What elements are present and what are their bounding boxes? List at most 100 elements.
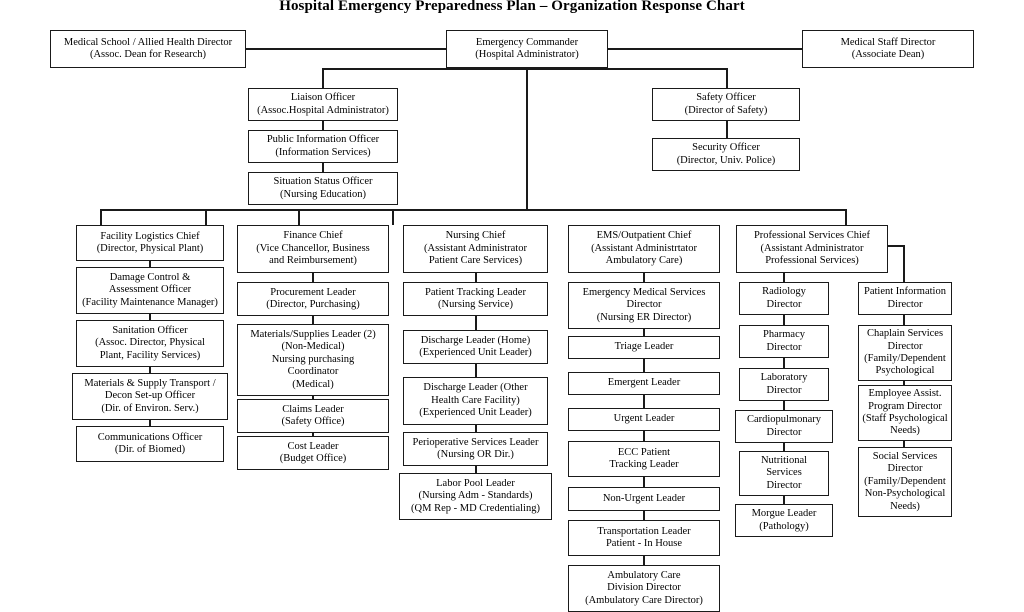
- node-facility-logistics-chief[interactable]: Facility Logistics Chief (Director, Phys…: [76, 225, 224, 261]
- node-line: (Nursing Education): [279, 188, 367, 200]
- node-procurement-leader[interactable]: Procurement Leader (Director, Purchasing…: [237, 282, 389, 316]
- node-line: Division Director: [607, 582, 681, 594]
- node-emergent-leader[interactable]: Emergent Leader: [568, 372, 720, 395]
- node-patient-information-director[interactable]: Patient Information Director: [858, 282, 952, 315]
- node-line: (Budget Office): [279, 453, 347, 464]
- node-cardiopulmonary-director[interactable]: Cardiopulmonary Director: [735, 410, 833, 443]
- node-perioperative-services-leader[interactable]: Perioperative Services Leader (Nursing O…: [403, 432, 548, 466]
- node-cost-leader[interactable]: Cost Leader (Budget Office): [237, 436, 389, 470]
- node-professional-services-chief[interactable]: Professional Services Chief (Assistant A…: [736, 225, 888, 273]
- node-line: (QM Rep - MD Credentialing): [411, 502, 540, 514]
- node-morgue-leader[interactable]: Morgue Leader (Pathology): [735, 504, 833, 537]
- node-pharmacy-director[interactable]: Pharmacy Director: [739, 325, 829, 358]
- node-ambulatory-care-division-director[interactable]: Ambulatory Care Division Director (Ambul…: [568, 565, 720, 612]
- node-line: Liaison Officer: [290, 92, 356, 104]
- node-line: and Reimbursement): [269, 255, 357, 267]
- node-line: Radiology: [762, 286, 806, 298]
- node-line: Discharge Leader (Home): [420, 334, 531, 346]
- node-line: Services: [766, 467, 802, 479]
- node-claims-leader[interactable]: Claims Leader (Safety Office): [237, 399, 389, 433]
- node-line: (Director of Safety): [684, 104, 768, 116]
- connector-employee-assist-to-social-services: [903, 441, 905, 447]
- node-nutritional-services-director[interactable]: Nutritional Services Director: [739, 451, 829, 496]
- node-situation-status-officer[interactable]: Situation Status Officer (Nursing Educat…: [248, 172, 398, 205]
- node-line: (Assoc. Dean for Research): [89, 49, 207, 60]
- node-line: Tracking Leader: [609, 459, 679, 470]
- connector-bus-to-ems: [392, 209, 394, 225]
- node-line: (Experienced Unit Leader): [419, 407, 532, 419]
- node-urgent-leader[interactable]: Urgent Leader: [568, 408, 720, 431]
- node-communications-officer[interactable]: Communications Officer (Dir. of Biomed): [76, 426, 224, 462]
- connector-emsdirector-to-triage: [643, 329, 645, 336]
- node-line: Damage Control &: [109, 271, 191, 283]
- node-materials-supplies-leader[interactable]: Materials/Supplies Leader (2) (Non-Medic…: [237, 324, 389, 396]
- node-line: (Assistant Administrator: [424, 242, 527, 254]
- node-line: (Nursing ER Director): [596, 311, 692, 323]
- connector-commander-stem-left: [322, 68, 324, 88]
- connector-patient-tracking-to-discharge-home: [475, 316, 477, 330]
- node-triage-leader[interactable]: Triage Leader: [568, 336, 720, 359]
- node-ems-outpatient-chief[interactable]: EMS/Outpatient Chief (Assistant Administ…: [568, 225, 720, 273]
- node-line: (Nursing Service): [438, 299, 513, 310]
- node-labor-pool-leader[interactable]: Labor Pool Leader (Nursing Adm - Standar…: [399, 473, 552, 520]
- node-line: (Ambulatory Care Director): [585, 594, 703, 606]
- node-sanitation-officer[interactable]: Sanitation Officer (Assoc. Director, Phy…: [76, 320, 224, 367]
- node-line: Urgent Leader: [613, 413, 675, 425]
- node-materials-supply-transport-decon[interactable]: Materials & Supply Transport / Decon Set…: [72, 373, 228, 420]
- node-line: Director: [766, 384, 802, 396]
- node-line: Psychological: [875, 365, 935, 377]
- node-line: Assessment Officer: [108, 284, 192, 296]
- node-chaplain-services-director[interactable]: Chaplain Services Director (Family/Depen…: [858, 325, 952, 381]
- node-line: Situation Status Officer: [273, 176, 373, 188]
- node-patient-tracking-leader[interactable]: Patient Tracking Leader (Nursing Service…: [403, 282, 548, 316]
- connector-safety-to-security: [726, 121, 728, 138]
- node-line: Perioperative Services Leader: [412, 436, 539, 448]
- node-line: (Facility Maintenance Manager): [82, 296, 218, 308]
- node-line: (Director, Purchasing): [266, 299, 360, 310]
- connector-procurement-to-materials-supplies: [312, 316, 314, 324]
- node-line: (Nursing Adm - Standards): [418, 490, 533, 502]
- connector-professional-elbow-v: [903, 245, 905, 282]
- node-line: (Dir. of Environ. Serv.): [101, 402, 199, 414]
- node-line: Decon Set-up Officer: [104, 390, 196, 402]
- node-line: Health Care Facility): [431, 394, 520, 406]
- connector-non-urgent-to-transportation: [643, 511, 645, 520]
- node-line: (Nursing OR Dir.): [437, 449, 514, 460]
- connector-finance-to-procurement: [312, 273, 314, 282]
- node-line: Materials/Supplies Leader (2): [250, 328, 376, 340]
- node-radiology-director[interactable]: Radiology Director: [739, 282, 829, 315]
- connector-bus-to-finance: [205, 209, 207, 225]
- node-line: (Family/Dependent: [864, 475, 946, 487]
- node-liaison-officer[interactable]: Liaison Officer (Assoc.Hospital Administ…: [248, 88, 398, 121]
- node-employee-assist-program-director[interactable]: Employee Assist. Program Director (Staff…: [858, 385, 952, 441]
- node-social-services-director[interactable]: Social Services Director (Family/Depende…: [858, 447, 952, 517]
- connector-ems-to-emergency-medical-services: [643, 273, 645, 282]
- node-transportation-leader[interactable]: Transportation Leader Patient - In House: [568, 520, 720, 556]
- node-medical-school-allied-health-director[interactable]: Medical School / Allied Health Director …: [50, 30, 246, 68]
- node-nursing-chief[interactable]: Nursing Chief (Assistant Administrator P…: [403, 225, 548, 273]
- connector-commander-bus-left: [322, 68, 528, 70]
- node-public-information-officer[interactable]: Public Information Officer (Information …: [248, 130, 398, 163]
- node-medical-staff-director[interactable]: Medical Staff Director (Associate Dean): [802, 30, 974, 68]
- node-non-urgent-leader[interactable]: Non-Urgent Leader: [568, 487, 720, 511]
- node-line: Triage Leader: [614, 341, 674, 353]
- node-emergency-commander[interactable]: Emergency Commander (Hospital Administra…: [446, 30, 608, 68]
- node-emergency-medical-services-director[interactable]: Emergency Medical Services Director (Nur…: [568, 282, 720, 329]
- node-line: Discharge Leader (Other: [423, 382, 528, 394]
- node-safety-officer[interactable]: Safety Officer (Director of Safety): [652, 88, 800, 121]
- node-discharge-leader-other-facility[interactable]: Discharge Leader (Other Health Care Faci…: [403, 377, 548, 425]
- node-ecc-patient-tracking-leader[interactable]: ECC Patient Tracking Leader: [568, 441, 720, 477]
- node-line: (Director, Physical Plant): [96, 243, 204, 254]
- connector-triage-to-emergent: [643, 359, 645, 372]
- node-laboratory-director[interactable]: Laboratory Director: [739, 368, 829, 401]
- connector-liaison-to-pio: [322, 121, 324, 130]
- node-line: Emergent Leader: [607, 377, 681, 389]
- connector-medschool-to-commander: [246, 48, 446, 50]
- node-security-officer[interactable]: Security Officer (Director, Univ. Police…: [652, 138, 800, 171]
- node-line: (Family/Dependent: [864, 353, 946, 364]
- connector-transportation-to-ambulatory: [643, 556, 645, 565]
- node-discharge-leader-home[interactable]: Discharge Leader (Home) (Experienced Uni…: [403, 330, 548, 364]
- node-finance-chief[interactable]: Finance Chief (Vice Chancellor, Business…: [237, 225, 389, 273]
- node-damage-control-assessment-officer[interactable]: Damage Control & Assessment Officer (Fac…: [76, 267, 224, 314]
